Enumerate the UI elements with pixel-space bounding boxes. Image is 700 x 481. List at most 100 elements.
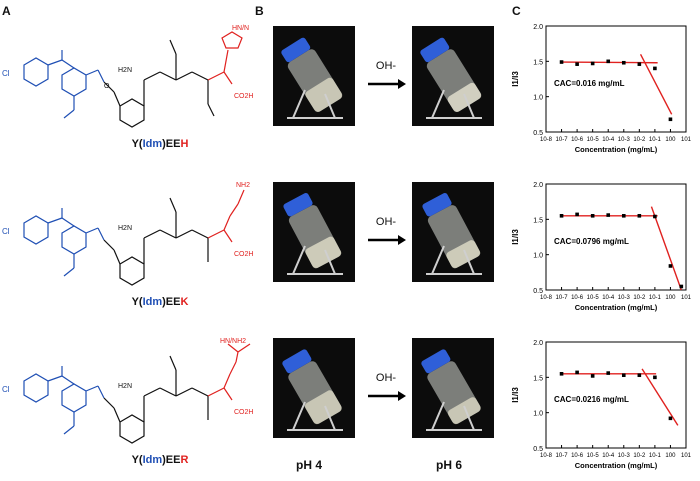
tilted-vial-image: [273, 338, 355, 438]
x-tick-label: 101: [681, 137, 692, 143]
x-tick-label: 100: [665, 453, 676, 459]
x-tick-label: 10-4: [602, 137, 615, 143]
x-tick-label: 10-5: [587, 295, 600, 301]
data-point: [606, 213, 611, 217]
cl-label: Cl: [2, 385, 10, 394]
y-tick-label: 1.5: [533, 217, 543, 224]
x-tick-label: 101: [681, 295, 692, 301]
cac-annotation: CAC=0.0796 mg/mL: [554, 237, 629, 246]
cl-label: Cl: [2, 227, 10, 236]
molecule-name-h: Y(Idm)EEH: [131, 138, 189, 150]
x-axis-label: Concentration (mg/mL): [575, 145, 658, 154]
data-point: [575, 62, 579, 66]
panel-letter-b: B: [255, 4, 264, 18]
x-tick-label: 10-7: [556, 137, 569, 143]
co2h-label: CO2H: [234, 251, 253, 258]
molecule-structure-k: Cl H2N CO2H NH2: [2, 182, 253, 286]
fit-line: [639, 53, 673, 115]
x-tick-label: 10-2: [633, 453, 646, 459]
x-tick-label: 10-3: [618, 137, 631, 143]
molecule-name-k: Y(Idm)EEK: [131, 296, 189, 308]
x-tick-label: 10-7: [556, 295, 569, 301]
x-tick-label: 10-4: [602, 295, 615, 301]
tilted-vial-image: [273, 182, 355, 282]
x-tick-label: 10-3: [618, 295, 631, 301]
plot-frame: [545, 341, 687, 449]
tilted-vial-image: [273, 26, 355, 126]
x-tick-label: 100: [665, 295, 676, 301]
vial-photo-h-ph6: [412, 26, 494, 126]
fit-line: [641, 368, 679, 426]
panel-letter-c: C: [512, 4, 521, 18]
data-point: [653, 66, 657, 71]
x-tick-label: 10-3: [618, 453, 631, 459]
fit-line: [650, 206, 682, 291]
x-tick-label: 10-7: [556, 453, 569, 459]
molecule-yidmeer: Cl H2N CO2H HN/NH2: [0, 336, 255, 451]
cac-annotation: CAC=0.0216 mg/mL: [554, 395, 629, 404]
tilted-vial-image: [412, 182, 494, 282]
y-tick-label: 0.5: [533, 446, 543, 453]
y-tick-label: 1.0: [533, 95, 543, 102]
side-chain-label: HN/N: [232, 25, 249, 32]
x-tick-label: 10-6: [571, 295, 584, 301]
data-point: [559, 372, 564, 376]
data-point: [653, 214, 657, 219]
x-tick-label: 10-8: [540, 453, 553, 459]
oh-minus-label: OH-: [375, 216, 397, 228]
data-point: [637, 373, 642, 378]
oh-arrow-h: OH-: [364, 60, 408, 96]
data-point: [653, 375, 657, 380]
y-tick-label: 2.0: [533, 182, 543, 189]
data-point: [606, 371, 611, 375]
y-axis-label: I1/I3: [511, 71, 520, 87]
o-label: O: [104, 83, 110, 90]
data-point: [668, 117, 673, 122]
tilted-vial-image: [412, 26, 494, 126]
y-tick-label: 1.5: [533, 375, 543, 382]
cac-annotation: CAC=0.016 mg/mL: [554, 79, 625, 88]
cl-label: Cl: [2, 69, 10, 78]
x-tick-label: 101: [681, 453, 692, 459]
y-axis-label: I1/I3: [511, 387, 520, 403]
h2n-label: H2N: [118, 383, 132, 390]
h2n-label: H2N: [118, 67, 132, 74]
h2n-label: H2N: [118, 225, 132, 232]
x-tick-label: 10-1: [649, 453, 662, 459]
data-point: [679, 284, 684, 289]
molecule-structure-r: Cl H2N CO2H HN/NH2: [2, 338, 253, 444]
x-tick-label: 10-2: [633, 295, 646, 301]
molecule-yidmeek: Cl H2N CO2H NH2: [0, 178, 255, 293]
side-chain-label: NH2: [236, 182, 250, 189]
oh-arrow-k: OH-: [364, 216, 408, 252]
plot-frame: [545, 25, 687, 133]
ph4-label: pH 4: [296, 458, 323, 472]
data-point: [637, 214, 642, 218]
y-tick-label: 1.0: [533, 411, 543, 418]
oh-minus-label: OH-: [375, 372, 397, 384]
data-point: [621, 214, 626, 218]
right-arrow-icon: [368, 235, 406, 245]
data-point: [606, 59, 611, 64]
vial-photo-k-ph6: [412, 182, 494, 282]
co2h-label: CO2H: [234, 409, 253, 416]
oh-minus-label: OH-: [375, 60, 397, 72]
data-point: [621, 60, 626, 65]
data-point: [668, 416, 673, 421]
data-point: [590, 374, 595, 378]
right-arrow-icon: [368, 391, 406, 401]
x-tick-label: 10-1: [649, 295, 662, 301]
x-tick-label: 10-8: [540, 137, 553, 143]
y-tick-label: 2.0: [533, 24, 543, 31]
tilted-vial-image: [412, 338, 494, 438]
data-point: [575, 370, 579, 375]
vial-photo-r-ph6: [412, 338, 494, 438]
x-tick-label: 100: [665, 137, 676, 143]
data-point: [668, 264, 673, 268]
co2h-label: CO2H: [234, 93, 253, 100]
